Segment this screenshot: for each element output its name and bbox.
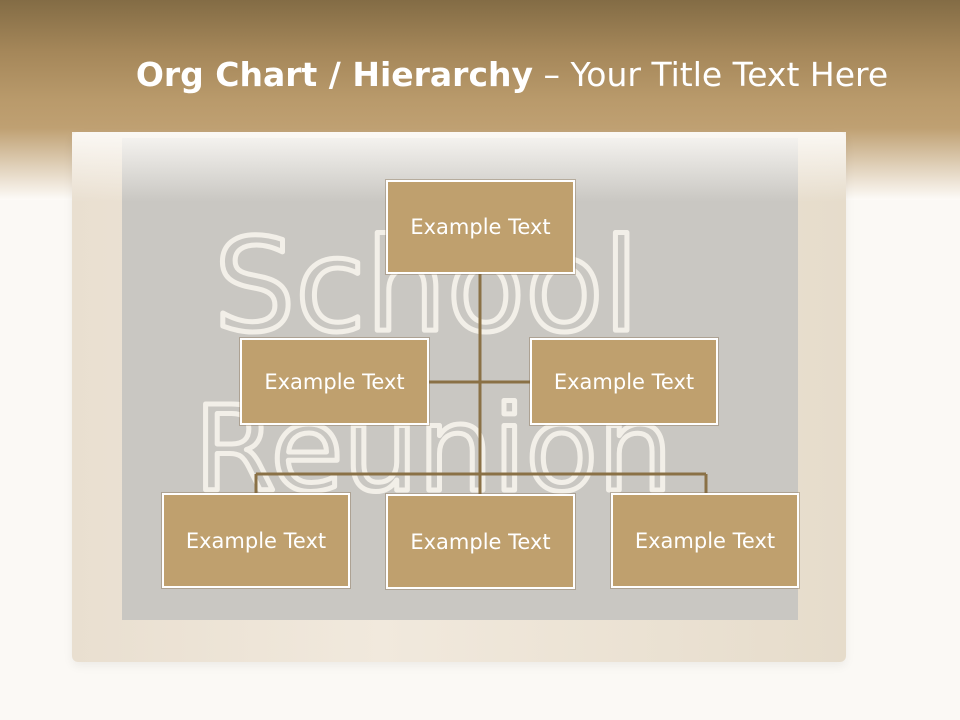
title-rest: – Your Title Text Here (533, 55, 889, 94)
org-node-level2-left[interactable]: Example Text (240, 338, 429, 425)
org-node-label: Example Text (553, 369, 695, 394)
org-node-level3-left[interactable]: Example Text (162, 493, 350, 588)
slide-title: Org Chart / Hierarchy – Your Title Text … (0, 52, 960, 98)
org-node-label: Example Text (185, 528, 327, 553)
org-node-top[interactable]: Example Text (386, 180, 575, 274)
title-bold: Org Chart / Hierarchy (135, 55, 534, 94)
org-node-level2-right[interactable]: Example Text (530, 338, 718, 425)
org-node-label: Example Text (264, 369, 405, 394)
org-node-label: Example Text (634, 528, 776, 553)
org-node-top-label: Example Text (410, 215, 551, 239)
org-node-level3-right[interactable]: Example Text (611, 493, 799, 588)
org-node-level3-center[interactable]: Example Text (386, 494, 575, 589)
org-node-label: Example Text (410, 529, 551, 554)
